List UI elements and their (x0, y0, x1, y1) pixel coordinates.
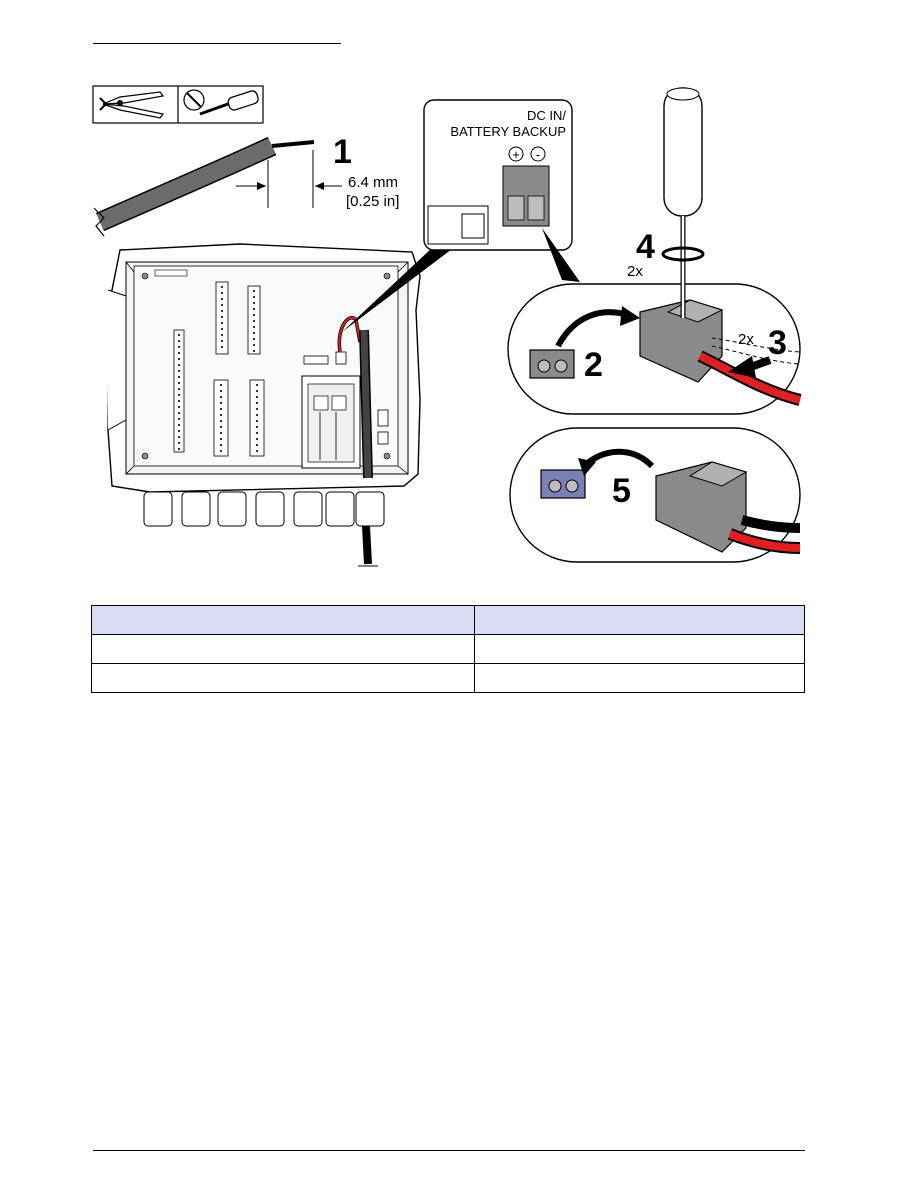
wiring-illustration: 1 6.4 mm [0.25 in] (92, 85, 802, 567)
step-5-panel: 5 (509, 427, 801, 563)
repeat-count-4: 2x (627, 263, 643, 280)
connector-label-line2: BATTERY BACKUP (450, 124, 566, 139)
table-cell (91, 634, 475, 664)
table-header-cell (474, 605, 805, 635)
step-4-label: 4 (636, 228, 655, 266)
step-2-label: 2 (584, 346, 603, 384)
polarity-plus: + (512, 147, 520, 162)
polarity-minus: - (536, 147, 540, 162)
table-cell (474, 634, 805, 664)
table-header-cell (91, 605, 475, 635)
table-header-row (91, 605, 805, 635)
steps-2-3-4-panel: 2 2x 3 (507, 283, 802, 415)
legend-table (91, 605, 805, 693)
controller-enclosure (107, 243, 421, 567)
dimension-mm: 6.4 mm (348, 174, 398, 191)
table-cell (474, 663, 805, 693)
wire-stripper-icon (99, 91, 165, 119)
cable-strip: 1 6.4 mm [0.25 in] (93, 133, 399, 237)
table-cell (91, 663, 475, 693)
screwdriver-icon (183, 89, 259, 116)
dimension-in: [0.25 in] (346, 193, 399, 210)
tool-icons (92, 85, 264, 124)
step-1-label: 1 (333, 133, 352, 171)
repeat-count-3: 2x (738, 331, 754, 348)
table-row (91, 634, 805, 664)
header-rule (93, 43, 341, 44)
connector-detail-callout: DC IN/ BATTERY BACKUP + - (342, 99, 580, 332)
step-3-label: 3 (768, 324, 787, 362)
step-5-label: 5 (612, 472, 631, 510)
table-row (91, 663, 805, 693)
screwdriver-illustration: 4 2x (627, 87, 705, 318)
footer-rule (93, 1150, 805, 1151)
connector-label-line1: DC IN/ (527, 108, 566, 123)
